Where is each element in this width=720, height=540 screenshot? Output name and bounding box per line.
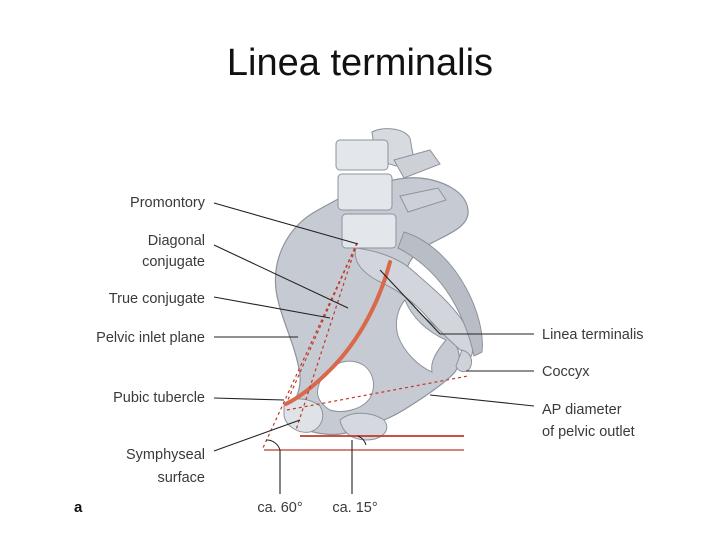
label-pelvic-inlet-plane: Pelvic inlet plane bbox=[96, 330, 205, 346]
label-ap-diameter-line1: AP diameter bbox=[542, 402, 622, 418]
label-symphyseal-surface-line2: surface bbox=[157, 470, 205, 486]
label-true-conjugate: True conjugate bbox=[109, 291, 205, 307]
label-coccyx: Coccyx bbox=[542, 364, 590, 380]
label-angle-60: ca. 60° bbox=[257, 500, 302, 516]
angle-60-arc bbox=[266, 440, 280, 450]
label-symphyseal-surface-line1: Symphyseal bbox=[126, 447, 205, 463]
label-angle-15: ca. 15° bbox=[332, 500, 377, 516]
figure-letter: a bbox=[74, 499, 83, 516]
label-diagonal-conjugate-line1: Diagonal bbox=[148, 233, 205, 249]
label-diagonal-conjugate-line2: conjugate bbox=[142, 254, 205, 270]
label-pubic-tubercle: Pubic tubercle bbox=[113, 390, 205, 406]
label-promontory: Promontory bbox=[130, 195, 206, 211]
label-linea-terminalis: Linea terminalis bbox=[542, 327, 644, 343]
label-ap-diameter-line2: of pelvic outlet bbox=[542, 424, 635, 440]
